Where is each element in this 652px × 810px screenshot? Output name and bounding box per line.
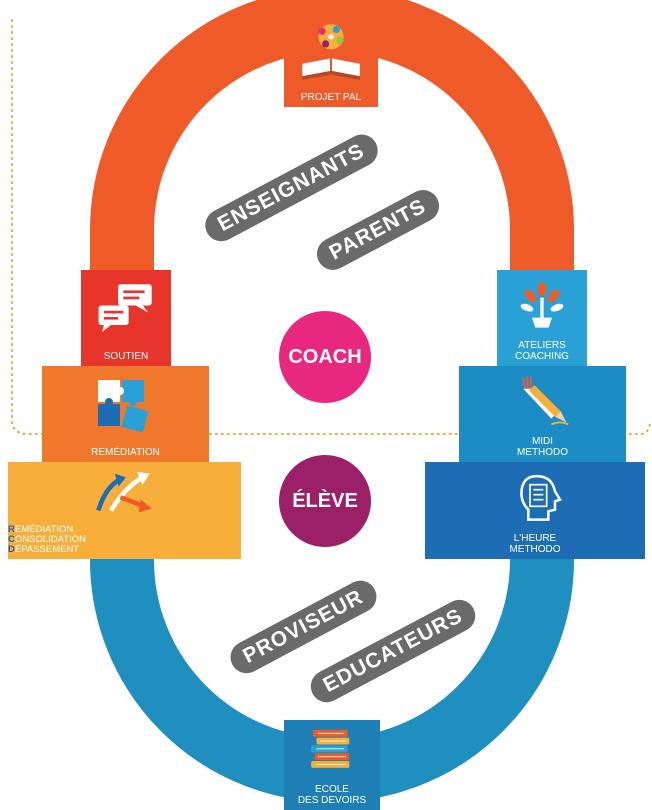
eleve-circle[interactable]: ÉLÈVE — [279, 455, 371, 547]
soutien-label: SOUTIEN — [103, 351, 149, 362]
rcd-line-remediation: REMÉDIATION — [8, 524, 74, 535]
rcd-line-depassement: DÉPASSEMENT — [8, 544, 80, 555]
heure-line2: METHODO — [509, 544, 561, 555]
projet-pal-label: PROJET PAL — [300, 92, 362, 103]
ecole-line2: DES DEVOIRS — [297, 795, 367, 806]
rcd-label: REMÉDIATION CONSOLIDATION DÉPASSEMENT — [8, 525, 241, 555]
remediation-label: REMÉDIATION — [91, 447, 160, 458]
heure-methodo-box[interactable]: L'HEURE METHODO — [425, 462, 645, 559]
midi-methodo-box[interactable]: MIDI METHODO — [459, 366, 626, 462]
rcd-line-consolidation: CONSOLIDATION — [8, 534, 86, 545]
ecole-devoirs-box[interactable]: ECOLE DES DEVOIRS — [284, 720, 380, 810]
pencil-fork-icon — [522, 376, 569, 426]
midi-line2: METHODO — [516, 447, 569, 458]
heure-label: L'HEURE METHODO — [425, 533, 645, 555]
puzzle-icon — [98, 380, 149, 433]
ateliers-label: ATELIERS COACHING — [497, 340, 587, 362]
soutien-box[interactable]: SOUTIEN — [81, 270, 171, 366]
rcd-box[interactable]: REMÉDIATION CONSOLIDATION DÉPASSEMENT — [8, 462, 241, 559]
ecole-label: ECOLE DES DEVOIRS — [284, 784, 380, 806]
ateliers-line1: ATELIERS — [518, 340, 566, 351]
remediation-box[interactable]: REMÉDIATION — [42, 366, 209, 462]
ateliers-line2: COACHING — [515, 351, 569, 362]
coach-circle[interactable]: COACH — [279, 311, 371, 403]
ateliers-coaching-box[interactable]: ATELIERS COACHING — [497, 270, 587, 366]
tree-hand-icon — [520, 281, 564, 328]
books-stack-icon — [311, 729, 350, 768]
ecole-line1: ECOLE — [315, 784, 349, 795]
chat-bubbles-icon — [98, 284, 152, 333]
heure-line1: L'HEURE — [513, 533, 557, 544]
head-list-icon — [520, 474, 562, 521]
midi-label: MIDI METHODO — [459, 436, 626, 458]
arrows-icon — [96, 471, 152, 513]
projet-pal-box[interactable]: PROJET PAL — [284, 13, 378, 107]
midi-line1: MIDI — [531, 436, 554, 447]
book-icon — [302, 24, 360, 80]
